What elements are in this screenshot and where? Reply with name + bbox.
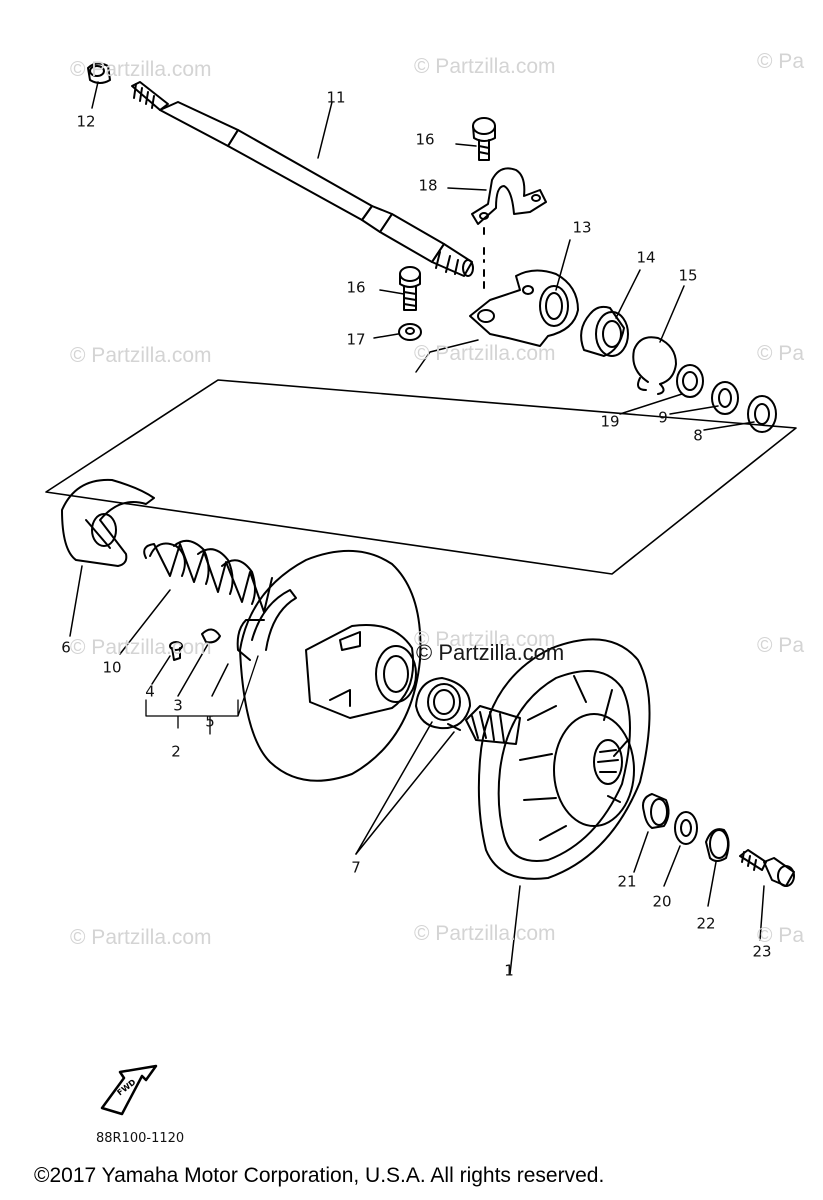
part-fixed-sheave <box>236 550 422 782</box>
callout-16-upper: 16 <box>415 130 435 149</box>
part-bolt-16-upper <box>472 117 496 161</box>
callout-20: 20 <box>652 892 672 911</box>
part-washer-17 <box>398 323 422 341</box>
watermark: © Partzilla.com <box>70 344 212 367</box>
callout-22: 22 <box>696 914 716 933</box>
callout-9: 9 <box>658 408 668 427</box>
part-snap-ring-15 <box>632 336 677 395</box>
part-screw-4 <box>169 641 183 661</box>
part-collar-21 <box>642 793 670 829</box>
callout-18: 18 <box>418 176 438 195</box>
callout-12: 12 <box>76 112 96 131</box>
watermark: © Pa <box>757 924 804 947</box>
callout-16-lower: 16 <box>346 278 366 297</box>
watermark: © Partzilla.com <box>414 342 556 365</box>
part-shaft-11 <box>131 81 474 277</box>
diagram-code: 88R100-1120 <box>96 1131 185 1146</box>
copyright-notice: ©2017 Yamaha Motor Corporation, U.S.A. A… <box>34 1164 605 1187</box>
part-movable-sheave-1 <box>465 638 651 880</box>
part-cap-12 <box>87 62 111 84</box>
watermark: © Pa <box>757 634 804 657</box>
part-bracket-18 <box>471 167 547 291</box>
part-cam-6 <box>61 478 155 567</box>
part-washer-22 <box>705 828 730 862</box>
callout-4: 4 <box>145 682 155 701</box>
part-spring-10 <box>143 539 273 613</box>
leader-lines <box>69 81 765 975</box>
callout-21: 21 <box>617 872 637 891</box>
part-washer-9 <box>711 381 739 415</box>
watermark: © Pa <box>757 342 804 365</box>
part-bearing-14 <box>580 305 629 357</box>
watermark: © Partzilla.com <box>414 55 556 78</box>
watermark: © Partzilla.com <box>70 926 212 949</box>
callout-7: 7 <box>351 858 361 877</box>
callout-13: 13 <box>572 218 592 237</box>
part-bushing-7 <box>415 677 471 731</box>
callout-15: 15 <box>678 266 698 285</box>
callout-1: 1 <box>504 961 514 980</box>
part-washer-20 <box>674 811 698 845</box>
callout-23: 23 <box>752 942 772 961</box>
part-housing-13 <box>469 269 579 347</box>
watermark: © Partzilla.com <box>70 58 212 81</box>
part-bolt-23 <box>739 849 795 887</box>
callout-17: 17 <box>346 330 366 349</box>
watermark: © Pa <box>757 50 804 73</box>
watermark: © Partzilla.com <box>414 628 556 651</box>
watermark: © Partzilla.com <box>414 922 556 945</box>
part-washer-19 <box>676 364 704 398</box>
fwd-arrow-icon <box>100 1064 158 1116</box>
callout-2: 2 <box>171 742 181 761</box>
callout-8: 8 <box>693 426 703 445</box>
callout-14: 14 <box>636 248 656 267</box>
watermark-center: © Partzilla.com <box>416 640 565 665</box>
watermark: © Partzilla.com <box>70 636 212 659</box>
callout-10: 10 <box>102 658 122 677</box>
callout-11: 11 <box>326 88 346 107</box>
part-weight-3 <box>201 628 221 644</box>
part-washer-8 <box>747 395 777 433</box>
part-bolt-16-lower <box>399 266 421 311</box>
assembly-outline <box>45 379 797 575</box>
callout-3: 3 <box>173 696 183 715</box>
callout-6: 6 <box>61 638 71 657</box>
callout-5: 5 <box>205 712 215 731</box>
callout-19: 19 <box>600 412 620 431</box>
